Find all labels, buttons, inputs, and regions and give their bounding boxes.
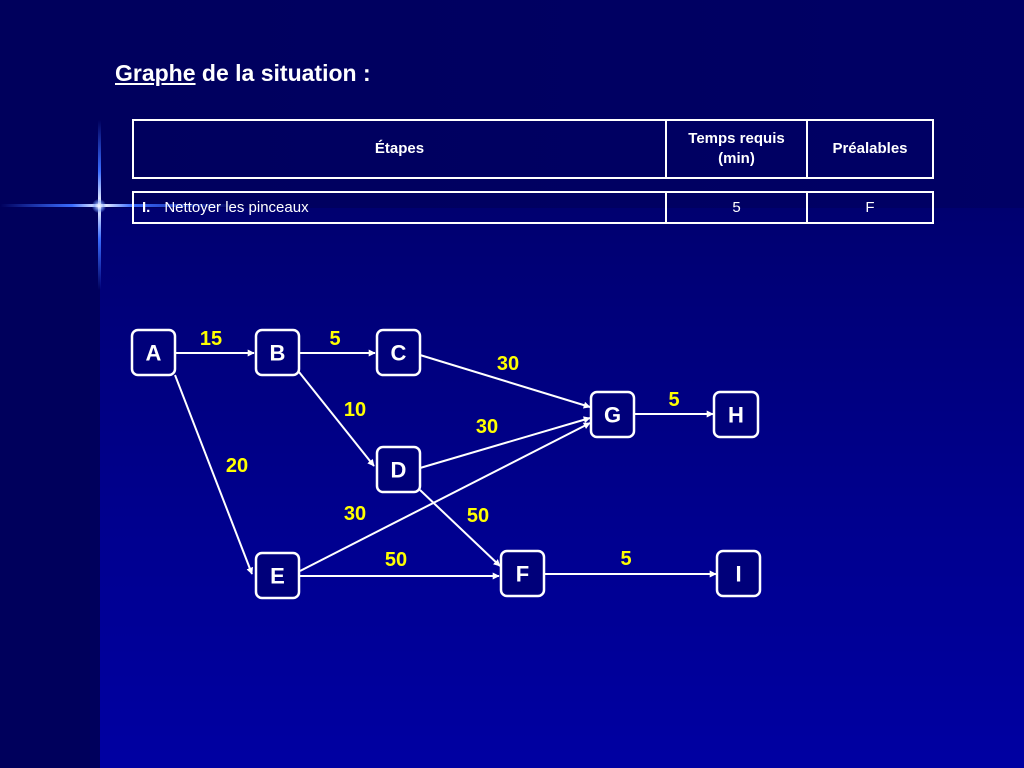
nodes-layer: A B C D E F G H I bbox=[130, 328, 762, 600]
node-label: B bbox=[270, 341, 286, 366]
node-i: I bbox=[715, 549, 762, 598]
edge-weight-g-h: 5 bbox=[668, 389, 679, 411]
header-etapes: Étapes bbox=[132, 119, 667, 179]
edge-a-e bbox=[174, 374, 253, 575]
node-box bbox=[130, 328, 177, 377]
edge-weight-e-g: 30 bbox=[344, 503, 366, 525]
header-temps-line1: Temps requis bbox=[688, 130, 785, 147]
node-label: A bbox=[146, 341, 162, 366]
node-label: I bbox=[735, 562, 741, 587]
node-label: C bbox=[391, 341, 407, 366]
header-prealables: Préalables bbox=[806, 119, 934, 179]
edge-e-g bbox=[299, 422, 591, 572]
edge-c-g bbox=[419, 354, 591, 409]
node-box bbox=[712, 390, 760, 439]
node-g: G bbox=[589, 390, 636, 439]
node-box bbox=[715, 549, 762, 598]
node-label: H bbox=[728, 403, 744, 428]
task-cell: I. Nettoyer les pinceaux bbox=[132, 191, 667, 224]
node-b: B bbox=[254, 328, 301, 377]
task-number: I. bbox=[142, 199, 151, 216]
task-temps: 5 bbox=[665, 191, 808, 224]
node-label: G bbox=[604, 403, 621, 428]
node-box bbox=[375, 328, 422, 377]
node-box bbox=[254, 328, 301, 377]
task-table: I. Nettoyer les pinceaux 5 F bbox=[132, 191, 934, 224]
background-left-panel bbox=[0, 0, 100, 768]
header-table: Étapes Temps requis (min) Préalables bbox=[132, 119, 934, 179]
edge-weight-d-f: 50 bbox=[467, 505, 489, 527]
edges-layer bbox=[174, 349, 717, 580]
light-flare-horizontal bbox=[0, 204, 240, 207]
edge-d-f bbox=[419, 489, 501, 567]
edge-weight-e-f: 50 bbox=[385, 549, 407, 571]
header-temps-requis: Temps requis (min) bbox=[665, 119, 808, 179]
node-a: A bbox=[130, 328, 177, 377]
node-label: F bbox=[516, 562, 529, 587]
node-d: D bbox=[375, 445, 422, 494]
edge-weight-b-d: 10 bbox=[344, 399, 366, 421]
edge-labels-layer: 15 20 5 10 30 30 50 30 50 5 5 bbox=[200, 328, 680, 571]
node-box bbox=[375, 445, 422, 494]
table-row: I. Nettoyer les pinceaux 5 F bbox=[132, 191, 934, 224]
edge-weight-a-b: 15 bbox=[200, 328, 222, 350]
node-h: H bbox=[712, 390, 760, 439]
node-box bbox=[254, 551, 301, 600]
node-label: E bbox=[270, 564, 285, 589]
edge-weight-f-i: 5 bbox=[620, 548, 631, 570]
edge-weight-d-g: 30 bbox=[476, 416, 498, 438]
title-rest: de la situation : bbox=[195, 60, 371, 86]
task-name: Nettoyer les pinceaux bbox=[164, 199, 309, 216]
node-box bbox=[499, 549, 546, 598]
header-temps-line2: (min) bbox=[718, 150, 755, 167]
task-prealables: F bbox=[806, 191, 934, 224]
light-flare-center bbox=[92, 199, 106, 213]
node-label: D bbox=[391, 458, 407, 483]
edge-weight-b-c: 5 bbox=[329, 328, 340, 350]
edge-b-d bbox=[298, 371, 375, 467]
slide-title: Graphe de la situation : bbox=[115, 60, 371, 87]
node-box bbox=[589, 390, 636, 439]
title-underlined-word: Graphe bbox=[115, 60, 196, 86]
node-c: C bbox=[375, 328, 422, 377]
edge-weight-c-g: 30 bbox=[497, 353, 519, 375]
node-f: F bbox=[499, 549, 546, 598]
node-e: E bbox=[254, 551, 301, 600]
edge-d-g bbox=[419, 416, 591, 469]
background-main-panel bbox=[100, 208, 1024, 768]
edge-weight-a-e: 20 bbox=[226, 455, 248, 477]
